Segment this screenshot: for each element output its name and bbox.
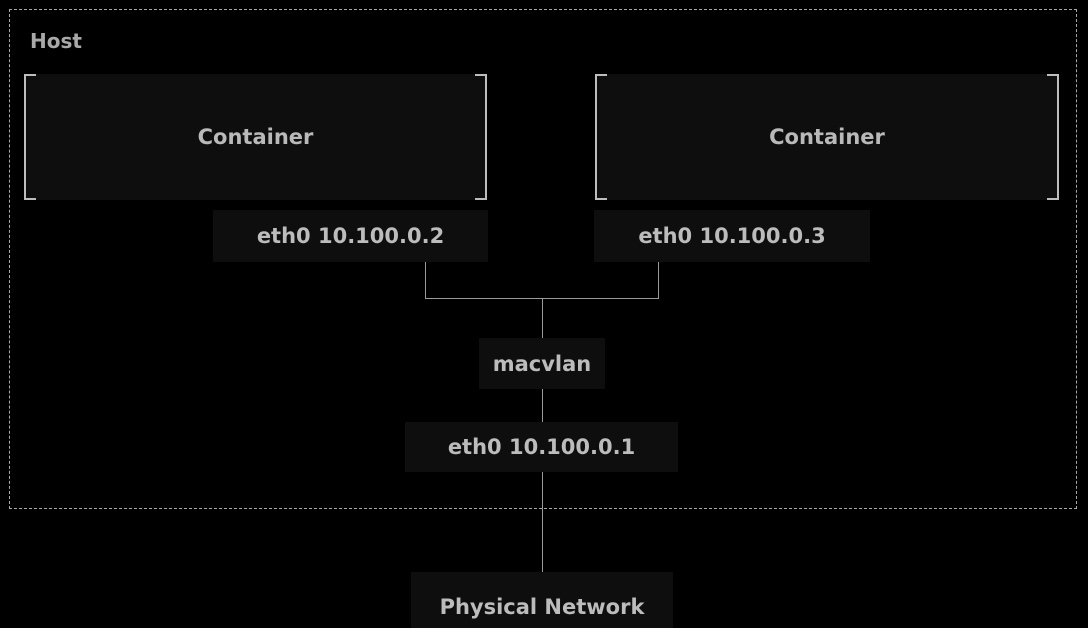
container-1-interface: eth0 10.100.0.2 <box>213 210 488 262</box>
container-1-left-bracket <box>24 74 36 200</box>
wire-container-2-down <box>658 262 659 299</box>
macvlan-node: macvlan <box>479 338 605 389</box>
wire-host-to-physical <box>542 472 543 572</box>
container-1-interface-label: eth0 10.100.0.2 <box>256 224 445 248</box>
container-1-box: Container <box>24 74 487 200</box>
wire-container-1-down <box>425 262 426 299</box>
container-1-right-bracket <box>475 74 487 200</box>
container-2-interface: eth0 10.100.0.3 <box>594 210 870 262</box>
container-2-label: Container <box>769 125 885 149</box>
wire-join-to-macvlan <box>542 298 543 338</box>
physical-network-node: Physical Network <box>411 572 673 628</box>
physical-network-label: Physical Network <box>439 595 645 619</box>
host-label: Host <box>30 29 82 53</box>
container-2-box: Container <box>595 74 1059 200</box>
host-interface: eth0 10.100.0.1 <box>405 422 678 472</box>
host-boundary <box>9 9 1077 509</box>
container-2-interface-label: eth0 10.100.0.3 <box>638 224 826 248</box>
container-2-left-bracket <box>595 74 607 200</box>
macvlan-label: macvlan <box>492 351 592 376</box>
wire-macvlan-to-host-eth0 <box>542 389 543 422</box>
container-2-right-bracket <box>1047 74 1059 200</box>
host-interface-label: eth0 10.100.0.1 <box>447 435 636 459</box>
container-1-label: Container <box>197 125 314 149</box>
